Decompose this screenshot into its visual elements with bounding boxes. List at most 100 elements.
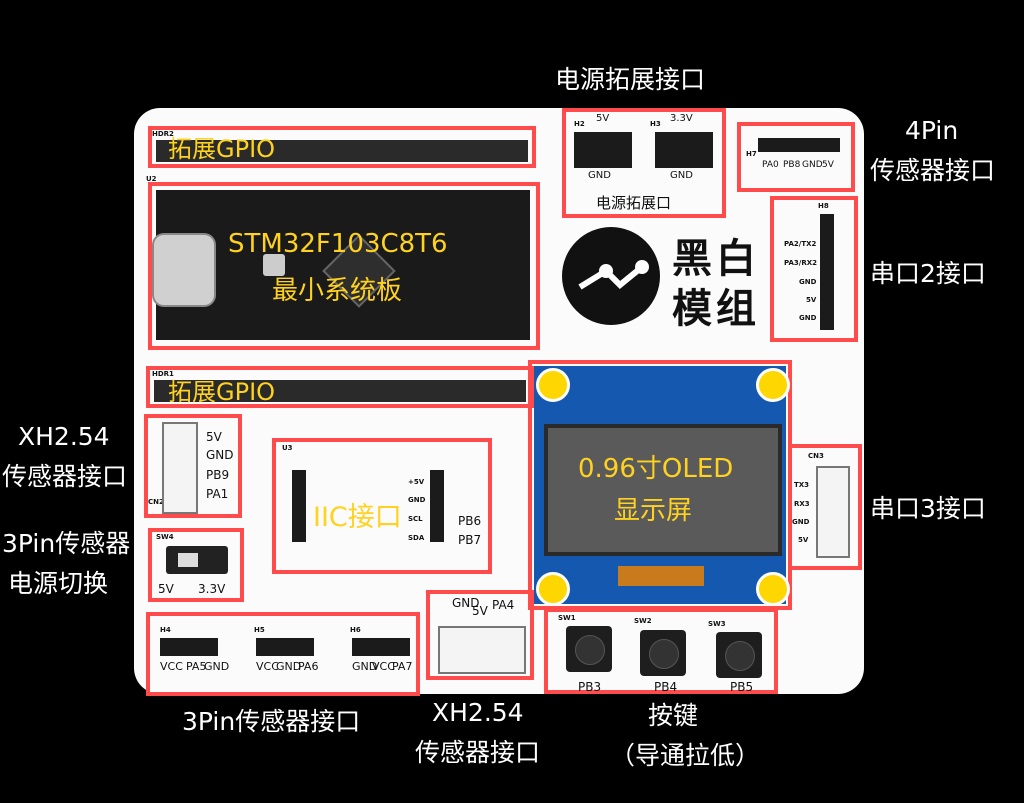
h6-pin-2: VCC — [372, 660, 395, 673]
sw3-button — [716, 632, 762, 678]
sw4-box — [148, 528, 244, 602]
oled-mount-hole-bl — [536, 572, 570, 606]
power-ext-callout: 电源拓展接口 — [555, 65, 706, 94]
pb4-label: PB4 — [654, 680, 678, 694]
h7-label: H7 — [746, 150, 757, 158]
iic-pin-3: SCL — [408, 515, 423, 523]
sw4-3v3-label: 3.3V — [198, 582, 226, 596]
usb-c-port — [152, 233, 216, 307]
h7-box — [737, 122, 855, 192]
h4-pin-3: GND — [204, 660, 230, 673]
h6-pin-3: PA7 — [392, 660, 413, 673]
sw3-label: SW3 — [708, 620, 726, 628]
cn2-pin-1: 5V — [206, 430, 222, 444]
uart3-callout: 串口3接口 — [870, 494, 986, 523]
pin3-sensor-callout: 3Pin传感器接口 — [182, 707, 361, 736]
h8-pin-1: PA2/TX2 — [784, 240, 817, 248]
oled-mount-hole-br — [756, 572, 790, 606]
iic-pb7-label: PB7 — [458, 533, 482, 547]
h7-pin-2: PB8 — [783, 160, 801, 170]
mcu-label-line1: STM32F103C8T6 — [228, 229, 448, 259]
logo-icon — [562, 227, 660, 325]
h2-5v-label: 5V — [596, 113, 610, 124]
cn3-pin-2: RX3 — [794, 500, 810, 508]
sw4-5v-label: 5V — [158, 582, 174, 596]
h8-header — [820, 214, 834, 330]
cn2-pin-2: GND — [206, 448, 234, 462]
h8-pin-2: PA3/RX2 — [784, 259, 817, 267]
h5-header — [256, 638, 314, 656]
cn3-pin-3: GND — [792, 518, 810, 526]
h2-gnd-label: GND — [588, 170, 611, 181]
gpio-top-box — [148, 126, 536, 168]
logo-graph-icon — [578, 260, 649, 290]
h2-header — [574, 132, 632, 168]
iic-pin-4: SDA — [408, 534, 425, 542]
iic-pin-1: +5V — [408, 478, 425, 486]
u3-label: U3 — [282, 444, 293, 452]
xh-pin-2: 5V — [472, 604, 488, 618]
sw2-label: SW2 — [634, 617, 652, 625]
gpio-header-top — [156, 140, 528, 162]
iic-pin-2: GND — [408, 496, 426, 504]
h3-header — [655, 132, 713, 168]
reset-button — [263, 254, 285, 276]
iic-label: IIC接口 — [313, 502, 402, 533]
h7-pin-1: PA0 — [762, 160, 779, 170]
sw1-label: SW1 — [558, 614, 576, 622]
pin3-headers-box — [146, 612, 420, 696]
h3-gnd-label: GND — [670, 170, 693, 181]
xh-left-callout-line1: XH2.54 — [18, 422, 110, 451]
keys-callout-line2: （导通拉低） — [610, 741, 761, 770]
h8-box — [770, 196, 858, 342]
xh-pin-3: PA4 — [492, 598, 515, 612]
mcu-box — [148, 182, 540, 350]
cn3-connector — [816, 466, 850, 558]
oled-label-line1: 0.96寸OLED — [578, 454, 734, 484]
h8-pin-4: 5V — [806, 296, 817, 304]
xh-pin-1: GND — [452, 596, 480, 610]
h8-label: H8 — [818, 202, 829, 210]
pin4-sensor-callout-line1: 4Pin — [905, 116, 959, 145]
xh-bottom-connector — [438, 626, 526, 674]
h6-label: H6 — [350, 626, 361, 634]
xh-bottom-callout-line1: XH2.54 — [432, 698, 524, 727]
sw2-button — [640, 630, 686, 676]
hdr2-label: HDR2 — [152, 130, 174, 138]
sw1-button — [566, 626, 612, 672]
h7-pin-3: GND — [802, 160, 823, 170]
cn2-pin-3: PB9 — [206, 468, 230, 482]
h4-pin-1: VCC — [160, 660, 183, 673]
mcu-label-line2: 最小系统板 — [272, 276, 403, 306]
pin3-switch-callout-line2: 电源切换 — [8, 569, 109, 598]
cn3-pin-4: 5V — [798, 536, 809, 544]
xh-left-callout-line2: 传感器接口 — [2, 462, 128, 491]
gpio-bottom-box — [146, 366, 534, 408]
oled-mount-hole-tr — [756, 368, 790, 402]
pin4-sensor-callout-line2: 传感器接口 — [870, 156, 996, 185]
h7-pin-4: 5V — [822, 160, 834, 170]
iic-header-left — [292, 470, 306, 542]
cn2-box — [144, 414, 242, 518]
h4-label: H4 — [160, 626, 171, 634]
xh-bottom-box — [426, 590, 534, 680]
iic-box — [272, 438, 492, 574]
h8-pin-3: GND — [799, 278, 817, 286]
sw4-label: SW4 — [156, 533, 174, 541]
oled-ribbon — [618, 566, 704, 586]
h2-label: H2 — [574, 120, 585, 128]
h3-3v3-label: 3.3V — [670, 113, 693, 124]
sw4-slider — [178, 553, 198, 567]
h4-header — [160, 638, 218, 656]
cn2-connector — [162, 422, 198, 514]
uart2-callout: 串口2接口 — [870, 259, 986, 288]
h4-pin-2: PA5 — [186, 660, 207, 673]
cn3-pin-1: TX3 — [794, 481, 810, 489]
cn3-box — [788, 444, 862, 570]
h5-pin-1: VCC — [256, 660, 279, 673]
h6-header — [352, 638, 410, 656]
oled-screen — [544, 424, 782, 556]
cn2-label: CN2 — [148, 498, 164, 506]
buttons-box — [544, 608, 778, 694]
iic-header-right — [430, 470, 444, 542]
